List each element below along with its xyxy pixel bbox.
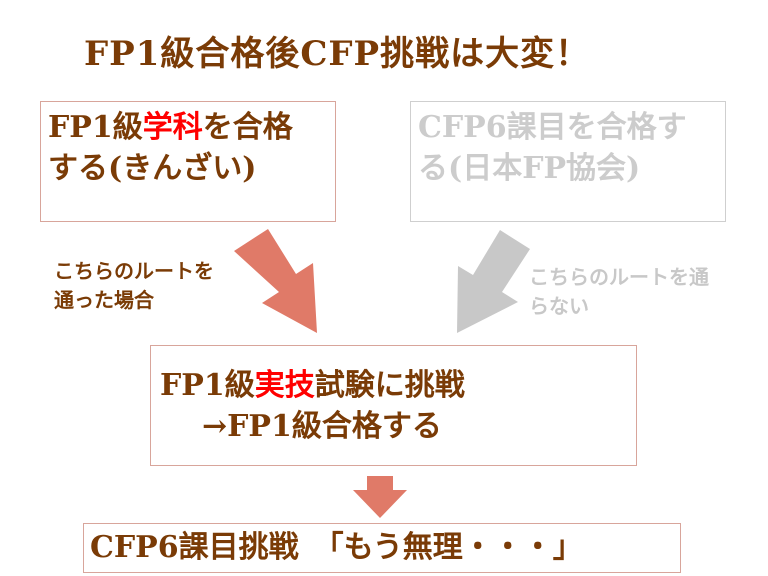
jitsugi-highlight: 実技	[254, 368, 315, 403]
route-taken-note: こちらのルートを 通った場合	[54, 257, 214, 315]
slide-title: FP1級合格後CFP挑戦は大変！	[84, 34, 591, 74]
fp1-jitsugi-box	[150, 345, 637, 466]
route-arrow-taken	[234, 229, 317, 333]
fp1-jitsugi-line1: FP1級実技試験に挑戦	[160, 366, 465, 405]
fp1-gakka-line2: する(きんざい)	[48, 151, 257, 186]
fp1-jitsugi-suffix: 試験に挑戦	[314, 368, 465, 403]
fp1-gakka-prefix: FP1級	[48, 110, 143, 145]
cfp-route-box	[410, 101, 726, 222]
route-not-taken-note-line2: らない	[529, 294, 589, 318]
fp1-jitsugi-line2: →FP1級合格する	[202, 409, 442, 444]
route-not-taken-note: こちらのルートを通 らない	[529, 263, 709, 321]
route-taken-note-line2: 通った場合	[54, 288, 154, 312]
route-arrow-not-taken	[457, 230, 530, 333]
cfp-challenge-text: CFP6課目挑戦 「もう無理・・・」	[90, 530, 583, 565]
fp1-gakka-suffix: を合格	[202, 110, 293, 145]
route-not-taken-note-line1: こちらのルートを通	[529, 265, 709, 289]
route-taken-note-line1: こちらのルートを	[54, 259, 214, 283]
down-arrow	[353, 476, 407, 518]
cfp-route-line1: CFP6課目を合格す	[418, 110, 687, 145]
fp1-gakka-box	[40, 101, 336, 222]
cfp-challenge-box	[83, 523, 681, 573]
cfp-route-line2: る(日本FP協会)	[418, 151, 641, 186]
fp1-jitsugi-prefix: FP1級	[160, 368, 255, 403]
gakka-highlight: 学科	[142, 110, 203, 145]
fp1-gakka-line1: FP1級学科を合格	[48, 108, 293, 147]
